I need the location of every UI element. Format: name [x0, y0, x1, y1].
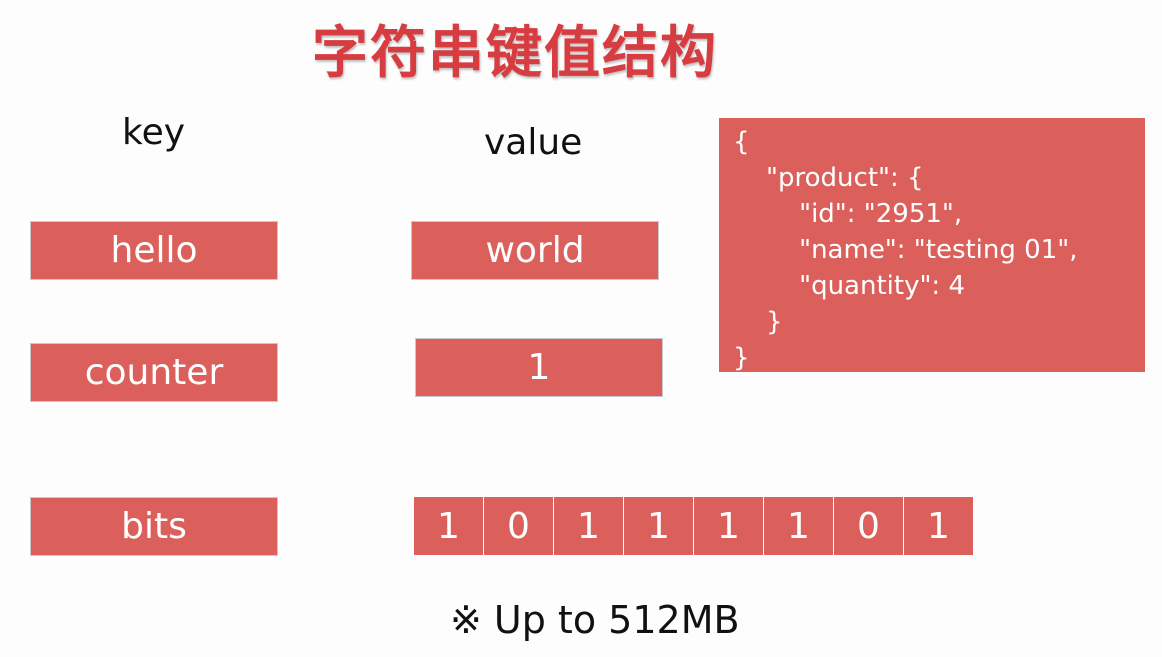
key-header: key — [122, 112, 186, 153]
bit-cell: 0 — [484, 497, 554, 555]
bit-cell: 1 — [414, 497, 484, 555]
json-line: } — [733, 307, 783, 337]
json-line: "quantity": 4 — [733, 271, 965, 301]
key-counter: counter — [30, 343, 278, 402]
bit-cell: 1 — [764, 497, 834, 555]
bits-value: 1 0 1 1 1 1 0 1 — [414, 497, 974, 555]
bit-cell: 1 — [694, 497, 764, 555]
value-counter: 1 — [415, 338, 663, 397]
json-line: { — [733, 127, 750, 157]
bit-cell: 1 — [904, 497, 974, 555]
json-line: "name": "testing 01", — [733, 235, 1078, 265]
value-world: world — [411, 221, 659, 280]
json-value-box: { "product": { "id": "2951", "name": "te… — [719, 118, 1145, 373]
bit-cell: 1 — [624, 497, 694, 555]
json-line: } — [733, 343, 750, 373]
slide-title: 字符串键值结构 — [312, 21, 718, 86]
size-limit-note: ※ Up to 512MB — [450, 598, 740, 642]
key-bits: bits — [30, 497, 278, 556]
value-header: value — [484, 122, 583, 163]
bit-cell: 1 — [554, 497, 624, 555]
key-hello: hello — [30, 221, 278, 280]
bit-cell: 0 — [834, 497, 904, 555]
json-line: "product": { — [733, 163, 924, 193]
json-line: "id": "2951", — [733, 199, 963, 229]
